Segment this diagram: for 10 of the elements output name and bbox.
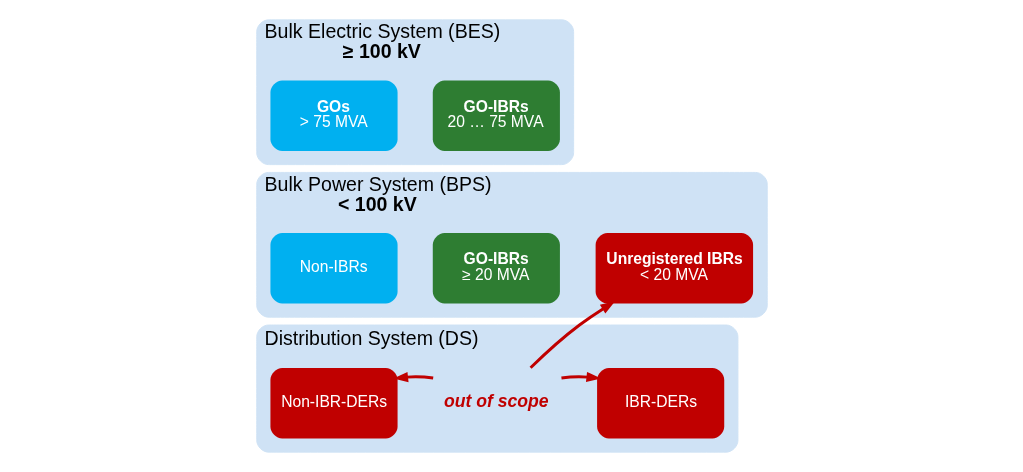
node-box: Non-IBRs — [269, 233, 398, 304]
arrow — [529, 301, 615, 369]
node-box: GO-IBRs 20 … 75 MVA — [432, 80, 560, 151]
node-text: out of scope — [443, 390, 549, 411]
node-box: Non-IBR-DERs — [269, 368, 398, 439]
arrow — [560, 371, 601, 383]
node-box: GO-IBRs ≥ 20 MVA — [432, 233, 560, 304]
node-box: GOs > 75 MVA — [269, 80, 398, 151]
node-box: Unregistered IBRs < 20 MVA — [595, 233, 753, 304]
node-box: IBR-DERs — [596, 368, 724, 439]
